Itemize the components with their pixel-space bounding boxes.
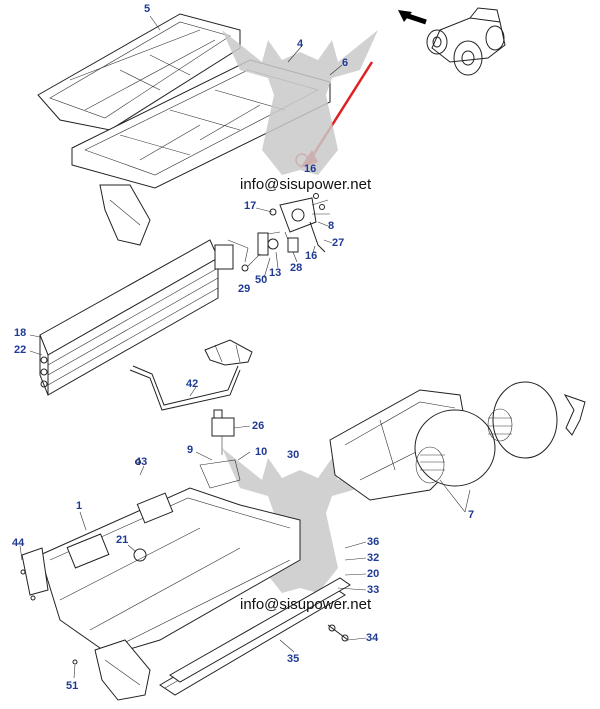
callout-label: 6 [342, 57, 349, 69]
callout-label: 22 [14, 344, 27, 356]
filter-strip-part [159, 577, 351, 696]
heater-core-part [39, 239, 249, 396]
callout-label: 42 [186, 378, 199, 390]
screw-part [20, 459, 141, 665]
callout-label: 20 [367, 568, 380, 580]
callout-label: 8 [328, 220, 335, 232]
callout-label: 34 [366, 632, 379, 644]
callout-label: 5 [144, 3, 151, 15]
callout-label: 26 [252, 420, 265, 432]
callout-label: 29 [238, 283, 251, 295]
callout-label: 18 [14, 327, 27, 339]
callout-label: 33 [367, 584, 380, 596]
callout-label: 10 [255, 446, 268, 458]
callout-label: 44 [12, 537, 25, 549]
callout-label: 43 [135, 456, 148, 468]
callout-label: 16 [304, 163, 317, 175]
blower-housing-part [329, 381, 586, 501]
callout-label: 4 [297, 38, 304, 50]
watermark-logo-top [222, 30, 378, 175]
callout-label: 32 [367, 552, 380, 564]
tractor-icon [398, 7, 506, 76]
valve-assembly-part [257, 193, 330, 256]
clip-part [327, 624, 349, 642]
callout-label: 21 [116, 534, 129, 546]
callout-label: 16 [305, 250, 318, 262]
callout-label: 28 [290, 262, 303, 274]
air-duct-part [99, 184, 151, 246]
callout-label: 9 [187, 444, 194, 456]
callout-label: 30 [287, 449, 300, 461]
callout-label: 36 [367, 536, 380, 548]
actuator-part [211, 409, 235, 455]
leader-lines [19, 15, 471, 679]
bracket-part [129, 339, 253, 411]
callout-label: 17 [244, 200, 257, 212]
watermark-email-top: info@sisupower.net [240, 176, 372, 193]
callout-label: 13 [269, 267, 282, 279]
callout-label: 7 [468, 509, 475, 521]
watermark-email-bottom: info@sisupower.net [240, 596, 372, 613]
lower-housing-part [21, 459, 301, 701]
callout-label: 50 [255, 274, 268, 286]
top-cover-part [37, 13, 241, 131]
callout-label: 1 [76, 500, 83, 512]
callout-label: 27 [332, 237, 345, 249]
callout-label: 35 [287, 653, 300, 665]
callout-label: 51 [66, 680, 79, 692]
